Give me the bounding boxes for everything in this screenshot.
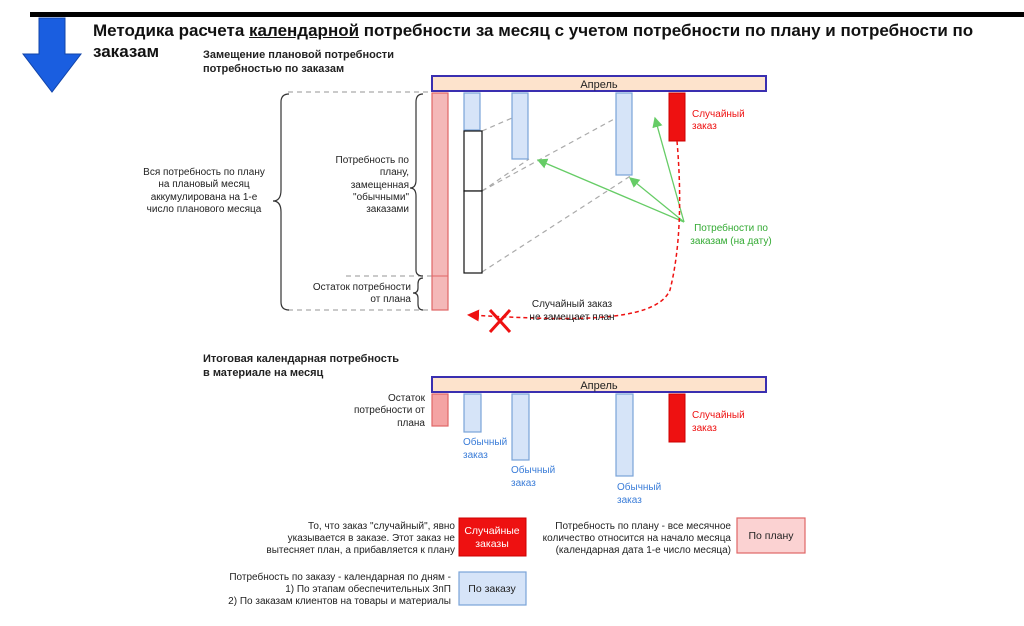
random-order-bar — [668, 92, 686, 142]
svg-text:заказ: заказ — [511, 478, 536, 489]
replaced-brace — [409, 93, 424, 277]
svg-text:заказ: заказ — [463, 450, 488, 461]
svg-text:заказы: заказы — [475, 538, 509, 550]
legend-random-desc: То, что заказ "случайный", явно указывае… — [266, 521, 455, 556]
svg-text:аккумулирована на 1-е: аккумулирована на 1-е — [151, 192, 258, 203]
month-label-2: Апрель — [580, 380, 618, 392]
svg-text:заказ: заказ — [617, 495, 642, 506]
svg-text:То, что заказ "случайный", явн: То, что заказ "случайный", явно — [308, 521, 455, 532]
legend-plan-box — [736, 517, 806, 554]
regular-order-label-2: Обычный заказ — [511, 464, 555, 489]
legend-plan-box-label: По плану — [748, 530, 794, 542]
regular-order-label-1: Обычный заказ — [463, 436, 507, 461]
svg-text:замещенная: замещенная — [351, 180, 409, 191]
legend-random-box-label: Случайные заказы — [464, 525, 519, 550]
random-order-label-2: Случайный заказ — [692, 410, 745, 434]
month-label: Апрель — [580, 79, 618, 91]
svg-text:Остаток: Остаток — [388, 393, 426, 404]
section1-heading: Замещение плановой потребности потребнос… — [203, 49, 394, 75]
svg-text:Случайные: Случайные — [464, 525, 519, 537]
svg-text:Потребность по плану - все мес: Потребность по плану - все месячное — [555, 520, 731, 532]
not-replace-label: Случайный заказ не замещает план — [529, 299, 614, 323]
legend-plan-desc: Потребность по плану - все месячное коли… — [543, 520, 732, 556]
svg-text:заказами: заказами — [366, 204, 409, 215]
top-bar — [30, 12, 1024, 17]
svg-text:от плана: от плана — [370, 294, 411, 305]
legend-order-desc: Потребность по заказу - календарная по д… — [228, 571, 451, 607]
plan-remainder-bar — [431, 393, 449, 427]
svg-text:Обычный: Обычный — [617, 481, 661, 493]
svg-text:Случайный: Случайный — [692, 109, 745, 120]
order-bar-2 — [511, 92, 529, 160]
left-brace — [272, 93, 290, 311]
svg-text:Обычный: Обычный — [511, 464, 555, 476]
svg-text:2) По заказам клиентов на това: 2) По заказам клиентов на товары и матер… — [228, 596, 451, 607]
svg-text:Потребность по заказу - календ: Потребность по заказу - календарная по д… — [229, 571, 451, 583]
svg-text:потребностью по заказам: потребностью по заказам — [203, 63, 344, 75]
svg-text:количество относится на начало: количество относится на начало месяца — [543, 533, 732, 544]
regular-order-label-3: Обычный заказ — [617, 481, 661, 506]
green-arrows — [536, 116, 685, 223]
month-bar-april-2 — [431, 376, 767, 393]
svg-text:вытесняет план, а прибавляется: вытесняет план, а прибавляется к плану — [266, 544, 455, 556]
svg-text:не замещает план: не замещает план — [529, 312, 614, 323]
legend-random-box — [458, 517, 527, 557]
replaced-block-1 — [463, 130, 483, 192]
left-label: Вся потребность по плану на плановый мес… — [143, 166, 265, 215]
down-arrow-icon — [21, 17, 83, 93]
svg-text:плана: плана — [397, 418, 425, 429]
replaced-block-2 — [463, 190, 483, 274]
svg-text:заказ: заказ — [692, 121, 717, 132]
svg-text:число планового месяца: число планового месяца — [147, 204, 262, 215]
page-title: Методика расчета календарной потребности… — [93, 21, 974, 61]
remainder-label: Остаток потребности от плана — [313, 281, 412, 305]
svg-text:заказам (на дату): заказам (на дату) — [690, 236, 771, 247]
svg-text:Итоговая календарная потребнос: Итоговая календарная потребность — [203, 353, 399, 365]
remainder-label-2: Остаток потребности от плана — [354, 393, 426, 429]
svg-text:Потребность по: Потребность по — [336, 154, 410, 166]
legend-order-box-label: По заказу — [468, 583, 516, 595]
svg-text:Случайный заказ: Случайный заказ — [532, 299, 613, 310]
remainder-brace — [412, 277, 424, 311]
svg-text:Замещение плановой потребности: Замещение плановой потребности — [203, 49, 394, 61]
order-bar-3 — [615, 92, 633, 176]
svg-text:Обычный: Обычный — [463, 436, 507, 448]
guide-lines — [288, 91, 633, 311]
svg-text:на плановый месяц: на плановый месяц — [158, 179, 249, 190]
order-bar-s2-3 — [615, 393, 634, 477]
svg-text:потребности от: потребности от — [354, 404, 425, 416]
order-bar-1 — [463, 92, 481, 131]
svg-text:(календарная дата 1-е число ме: (календарная дата 1-е число месяца) — [556, 545, 731, 556]
cross-icon — [488, 308, 512, 334]
order-bar-s2-1 — [463, 393, 482, 433]
section2-heading: Итоговая календарная потребность в матер… — [203, 353, 399, 379]
svg-text:заказ: заказ — [692, 423, 717, 434]
svg-text:1) По этапам обеспечительных З: 1) По этапам обеспечительных ЗпП — [285, 583, 451, 595]
plan-bar-full — [431, 92, 449, 311]
month-bar-april — [431, 75, 767, 92]
random-order-label: Случайный заказ — [692, 109, 745, 132]
svg-text:в материале на месяц: в материале на месяц — [203, 367, 324, 379]
svg-text:Вся потребность по плану: Вся потребность по плану — [143, 166, 265, 178]
orders-by-date-label: Потребности по заказам (на дату) — [690, 222, 771, 247]
svg-text:Случайный: Случайный — [692, 410, 745, 421]
svg-text:Остаток потребности: Остаток потребности — [313, 281, 411, 293]
svg-text:"обычными": "обычными" — [353, 191, 409, 203]
legend-order-box — [458, 571, 527, 606]
order-bar-s2-2 — [511, 393, 530, 461]
random-order-arrow — [467, 140, 681, 322]
svg-text:Потребности по: Потребности по — [694, 222, 768, 234]
replaced-label: Потребность по плану, замещенная "обычны… — [336, 154, 410, 215]
random-order-bar-2 — [668, 393, 686, 443]
svg-text:плану,: плану, — [380, 167, 409, 178]
svg-text:указывается в заказе. Этот зак: указывается в заказе. Этот заказ не — [288, 533, 456, 544]
